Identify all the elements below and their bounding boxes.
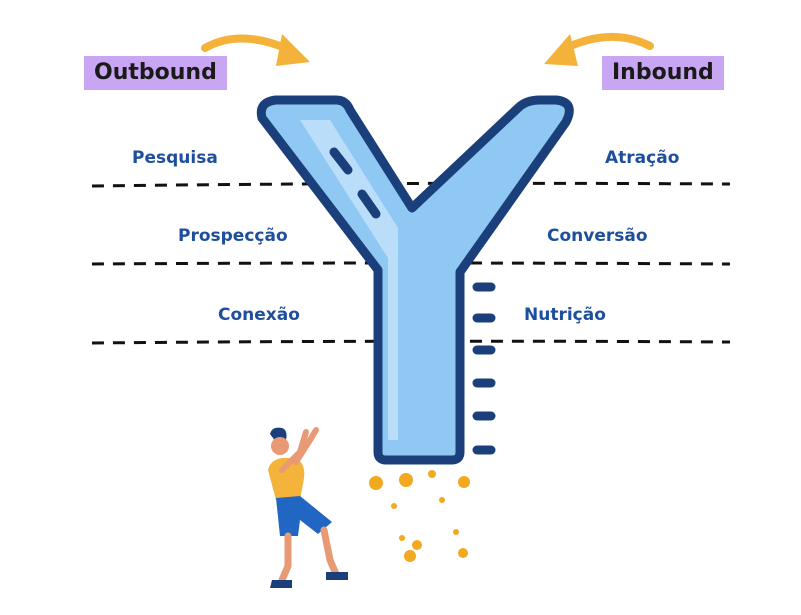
coin-icon: [399, 473, 413, 487]
separator-line-1: [91, 181, 731, 188]
outbound-stage-1: Pesquisa: [132, 148, 218, 168]
coin-icon: [404, 550, 416, 562]
coin-icon: [453, 529, 459, 535]
coin-icon: [428, 470, 436, 478]
coin-icon: [412, 540, 422, 550]
inbound-stage-3: Nutrição: [524, 305, 606, 325]
separator-line-2: [91, 261, 731, 266]
y-inner-dashes: [329, 147, 381, 219]
coin-icon: [369, 476, 383, 490]
coin-icon: [458, 548, 468, 558]
curved-arrow-left-icon: [544, 33, 654, 66]
y-side-dashes: [472, 282, 496, 455]
outbound-stage-3: Conexão: [218, 305, 300, 325]
inbound-stage-1: Atração: [605, 148, 680, 168]
coin-icon: [399, 535, 405, 541]
coins: [369, 470, 470, 562]
person-icon: [268, 427, 348, 588]
y-funnel-icon: [256, 95, 574, 465]
outbound-label: Outbound: [84, 56, 227, 90]
outbound-stage-2: Prospecção: [178, 226, 288, 246]
coin-icon: [458, 476, 470, 488]
curved-arrow-right-icon: [201, 34, 310, 66]
inbound-stage-2: Conversão: [547, 226, 648, 246]
coin-icon: [391, 503, 397, 509]
coin-icon: [439, 497, 445, 503]
separator-lines: [91, 181, 731, 345]
separator-line-3: [91, 339, 731, 345]
inbound-label: Inbound: [602, 56, 724, 90]
